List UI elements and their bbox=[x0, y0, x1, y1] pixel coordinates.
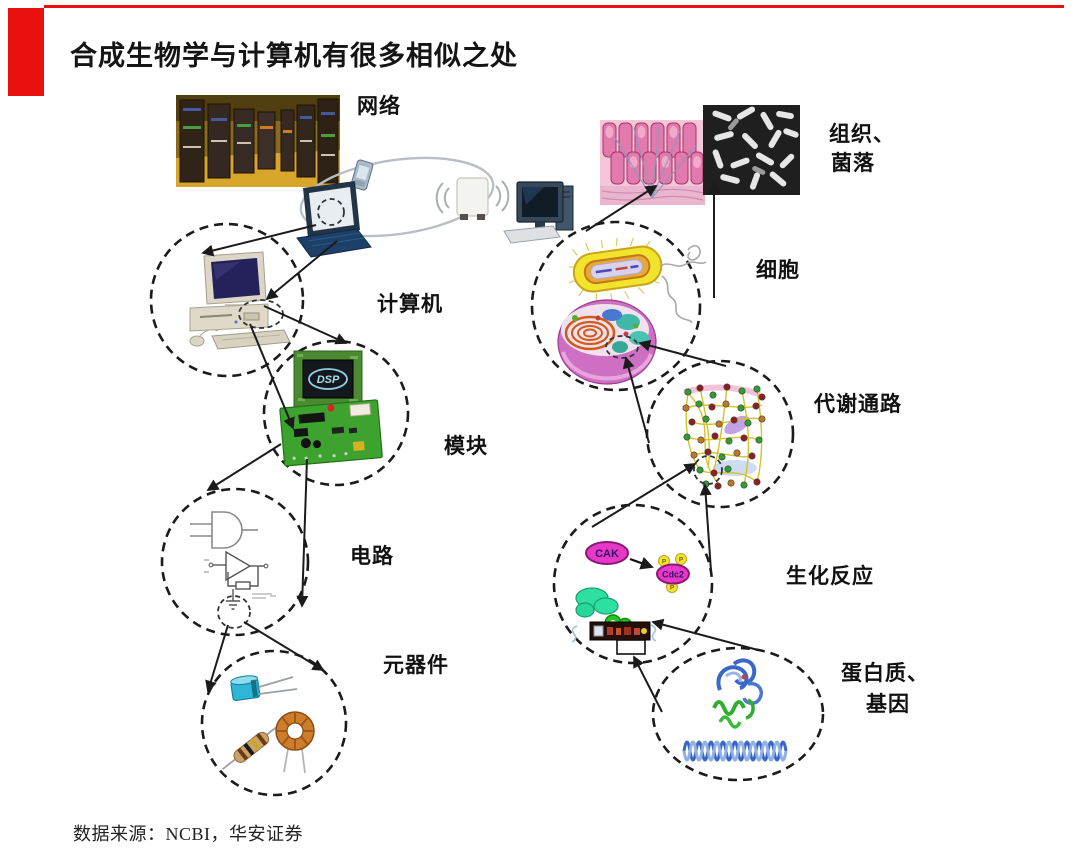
cak-to-cdc2-arrow bbox=[629, 556, 654, 570]
dna-helix-drawing bbox=[682, 740, 788, 762]
tissue-photo bbox=[600, 120, 705, 205]
dsp-chip-photo: DSP bbox=[293, 350, 363, 408]
biology-chain-arrows bbox=[585, 181, 759, 713]
protein-ribbon-drawing bbox=[712, 658, 763, 729]
component-level bbox=[200, 649, 348, 797]
cdc2-protein-shape: P P P Cdc2 bbox=[656, 553, 690, 593]
module-level: DSP bbox=[262, 339, 410, 487]
cak-enzyme-shape: CAK bbox=[585, 541, 629, 565]
desktop-computer-icon bbox=[503, 181, 574, 244]
label-computer: 计算机 bbox=[377, 291, 443, 316]
capacitor-photo bbox=[230, 675, 298, 702]
phosphate-p-text: P bbox=[670, 585, 675, 592]
accent-rule bbox=[44, 5, 1064, 8]
inductor-photo bbox=[275, 711, 315, 774]
laptop-icon bbox=[296, 181, 372, 258]
dna-binding-box bbox=[571, 621, 657, 655]
server-room-photo bbox=[176, 95, 340, 187]
accent-square bbox=[8, 8, 44, 96]
laptop-focus-dashed-circle bbox=[317, 198, 345, 226]
label-circuit: 电路 bbox=[350, 543, 394, 568]
phosphate-p-text: P bbox=[679, 557, 684, 564]
computer-level bbox=[149, 222, 305, 378]
label-cell: 细胞 bbox=[756, 257, 800, 282]
network-cloud bbox=[296, 156, 574, 258]
source-note: 数据来源：NCBI，华安证券 bbox=[73, 824, 304, 844]
circuit-board-photo bbox=[279, 399, 383, 467]
reaction-level: CAK P P P Cdc2 bbox=[552, 503, 714, 665]
pathway-level bbox=[645, 359, 795, 509]
computer-chain-arrows bbox=[201, 224, 348, 693]
logic-gate-schematic bbox=[190, 511, 258, 549]
page-title: 合成生物学与计算机有很多相似之处 bbox=[70, 41, 518, 71]
label-module: 模块 bbox=[444, 433, 488, 458]
cdc2-text: Cdc2 bbox=[662, 570, 684, 580]
opamp-schematic bbox=[204, 550, 276, 610]
label-components: 元器件 bbox=[383, 652, 449, 677]
dsp-chip-text: DSP bbox=[317, 374, 340, 386]
bacteria-colony-photo bbox=[703, 105, 800, 195]
cak-text: CAK bbox=[595, 548, 619, 560]
bacterium-drawing bbox=[568, 237, 663, 302]
label-protein-gene-line1: 蛋白质、 bbox=[841, 660, 929, 685]
label-protein-gene-line2: 基因 bbox=[866, 691, 910, 716]
opamp-focus-dashed-circle bbox=[217, 595, 251, 629]
label-tissue-colony-line2: 菌落 bbox=[831, 150, 875, 175]
cell-level bbox=[530, 220, 707, 392]
protein-gene-level bbox=[651, 646, 825, 782]
resistor-photo bbox=[222, 724, 280, 770]
vintage-pc-photo bbox=[189, 251, 291, 350]
cell-focus-dashed-ellipse bbox=[605, 335, 639, 359]
phone-icon bbox=[350, 159, 374, 191]
pathway-network-drawing bbox=[682, 383, 766, 490]
label-reaction: 生化反应 bbox=[786, 563, 874, 588]
label-network: 网络 bbox=[357, 93, 401, 118]
label-tissue-colony-line1: 组织、 bbox=[829, 121, 895, 146]
phosphate-p-text: P bbox=[662, 559, 667, 566]
circuit-level bbox=[160, 487, 310, 637]
bacterium-flagella bbox=[659, 245, 707, 324]
label-pathway: 代谢通路 bbox=[814, 391, 902, 416]
router-icon bbox=[435, 177, 510, 220]
